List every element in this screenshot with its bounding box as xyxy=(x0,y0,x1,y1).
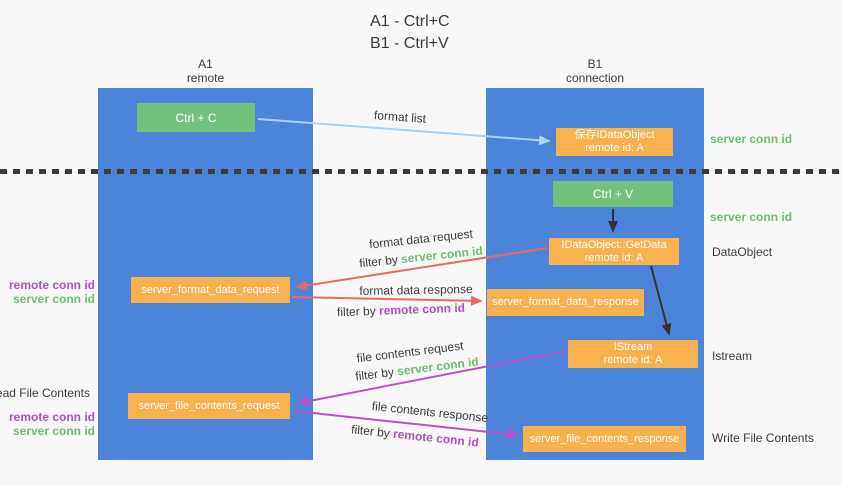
filter-by-text-4: filter by xyxy=(350,422,394,441)
server-conn-id-label-top-right: server conn id xyxy=(710,132,793,146)
ctrl-v-label: Ctrl + V xyxy=(592,187,634,201)
column-a1-name: A1 xyxy=(198,57,213,71)
server-conn-id-label-mid-right: server conn id xyxy=(710,210,793,224)
column-a1-role: remote xyxy=(186,71,225,85)
title-line-1: A1 - Ctrl+C xyxy=(370,13,450,30)
istream-line2: remote id: A xyxy=(603,354,663,366)
column-header-b1: B1 connection xyxy=(486,57,704,85)
format-data-response-filter-label: filter by remote conn id xyxy=(337,301,465,319)
remote-conn-id-inline-2: remote conn id xyxy=(392,426,480,450)
format-list-label: format list xyxy=(373,108,427,126)
file-contents-response-filter-label: filter by remote conn id xyxy=(351,422,480,449)
istream-side-label: Istream xyxy=(712,349,753,363)
getdata-line1: IDataObject::GetData xyxy=(561,238,667,251)
server-file-contents-response-box: server_file_contents_response xyxy=(523,426,686,452)
write-file-contents-label: Write File Contents xyxy=(712,431,814,445)
ctrl-c-box: Ctrl + C xyxy=(137,103,255,132)
server-file-contents-response-label: server_file_contents_response xyxy=(529,432,680,445)
column-b1-role: connection xyxy=(565,71,625,85)
save-idataobject-line2: remote id: A xyxy=(585,142,644,154)
istream-box: IStream remote id: A xyxy=(568,340,698,368)
server-format-data-response-box: server_format_data_response xyxy=(487,289,644,316)
file-contents-response-label: file contents response xyxy=(371,398,489,426)
server-conn-id-label-left-2: server conn id xyxy=(12,424,95,438)
filter-by-text-3: filter by xyxy=(354,364,398,384)
read-file-contents-label: Read File Contents xyxy=(0,386,90,400)
title-line-2: B1 - Ctrl+V xyxy=(370,35,449,52)
diagram-title: A1 - Ctrl+C B1 - Ctrl+V xyxy=(370,11,450,55)
server-file-contents-request-label: server_file_contents_request xyxy=(138,399,280,412)
server-conn-id-inline-1: server conn id xyxy=(400,243,484,267)
filter-by-text-2: filter by xyxy=(336,303,380,320)
server-format-data-response-label: server_format_data_response xyxy=(492,296,639,308)
ctrl-v-box: Ctrl + V xyxy=(553,181,673,207)
remote-conn-id-label-left-2: remote conn id xyxy=(8,410,95,424)
server-format-data-request-label: server_format_data_request xyxy=(141,283,280,296)
format-data-response-label: format data response xyxy=(359,282,473,298)
istream-line1: IStream xyxy=(613,341,653,353)
save-idataobject-box: 保存IDataObject remote id: A xyxy=(556,128,673,156)
remote-conn-id-inline-1: remote conn id xyxy=(378,300,466,318)
filter-by-text-1: filter by xyxy=(358,252,402,271)
server-file-contents-request-box: server_file_contents_request xyxy=(128,393,290,419)
session-divider-dashed-line xyxy=(0,169,842,174)
server-format-data-request-box: server_format_data_request xyxy=(131,277,290,303)
getdata-line2: remote id: A xyxy=(584,251,644,264)
remote-conn-id-label-left-1: remote conn id xyxy=(8,278,95,292)
column-b1-name: B1 xyxy=(587,57,603,71)
server-conn-id-label-left-1: server conn id xyxy=(12,292,95,306)
dataobject-label: DataObject xyxy=(712,245,773,259)
save-idataobject-line1: 保存IDataObject xyxy=(574,129,655,141)
column-header-a1: A1 remote xyxy=(98,57,313,85)
ctrl-c-label: Ctrl + C xyxy=(175,110,217,125)
idataobject-getdata-box: IDataObject::GetData remote id: A xyxy=(549,238,679,265)
